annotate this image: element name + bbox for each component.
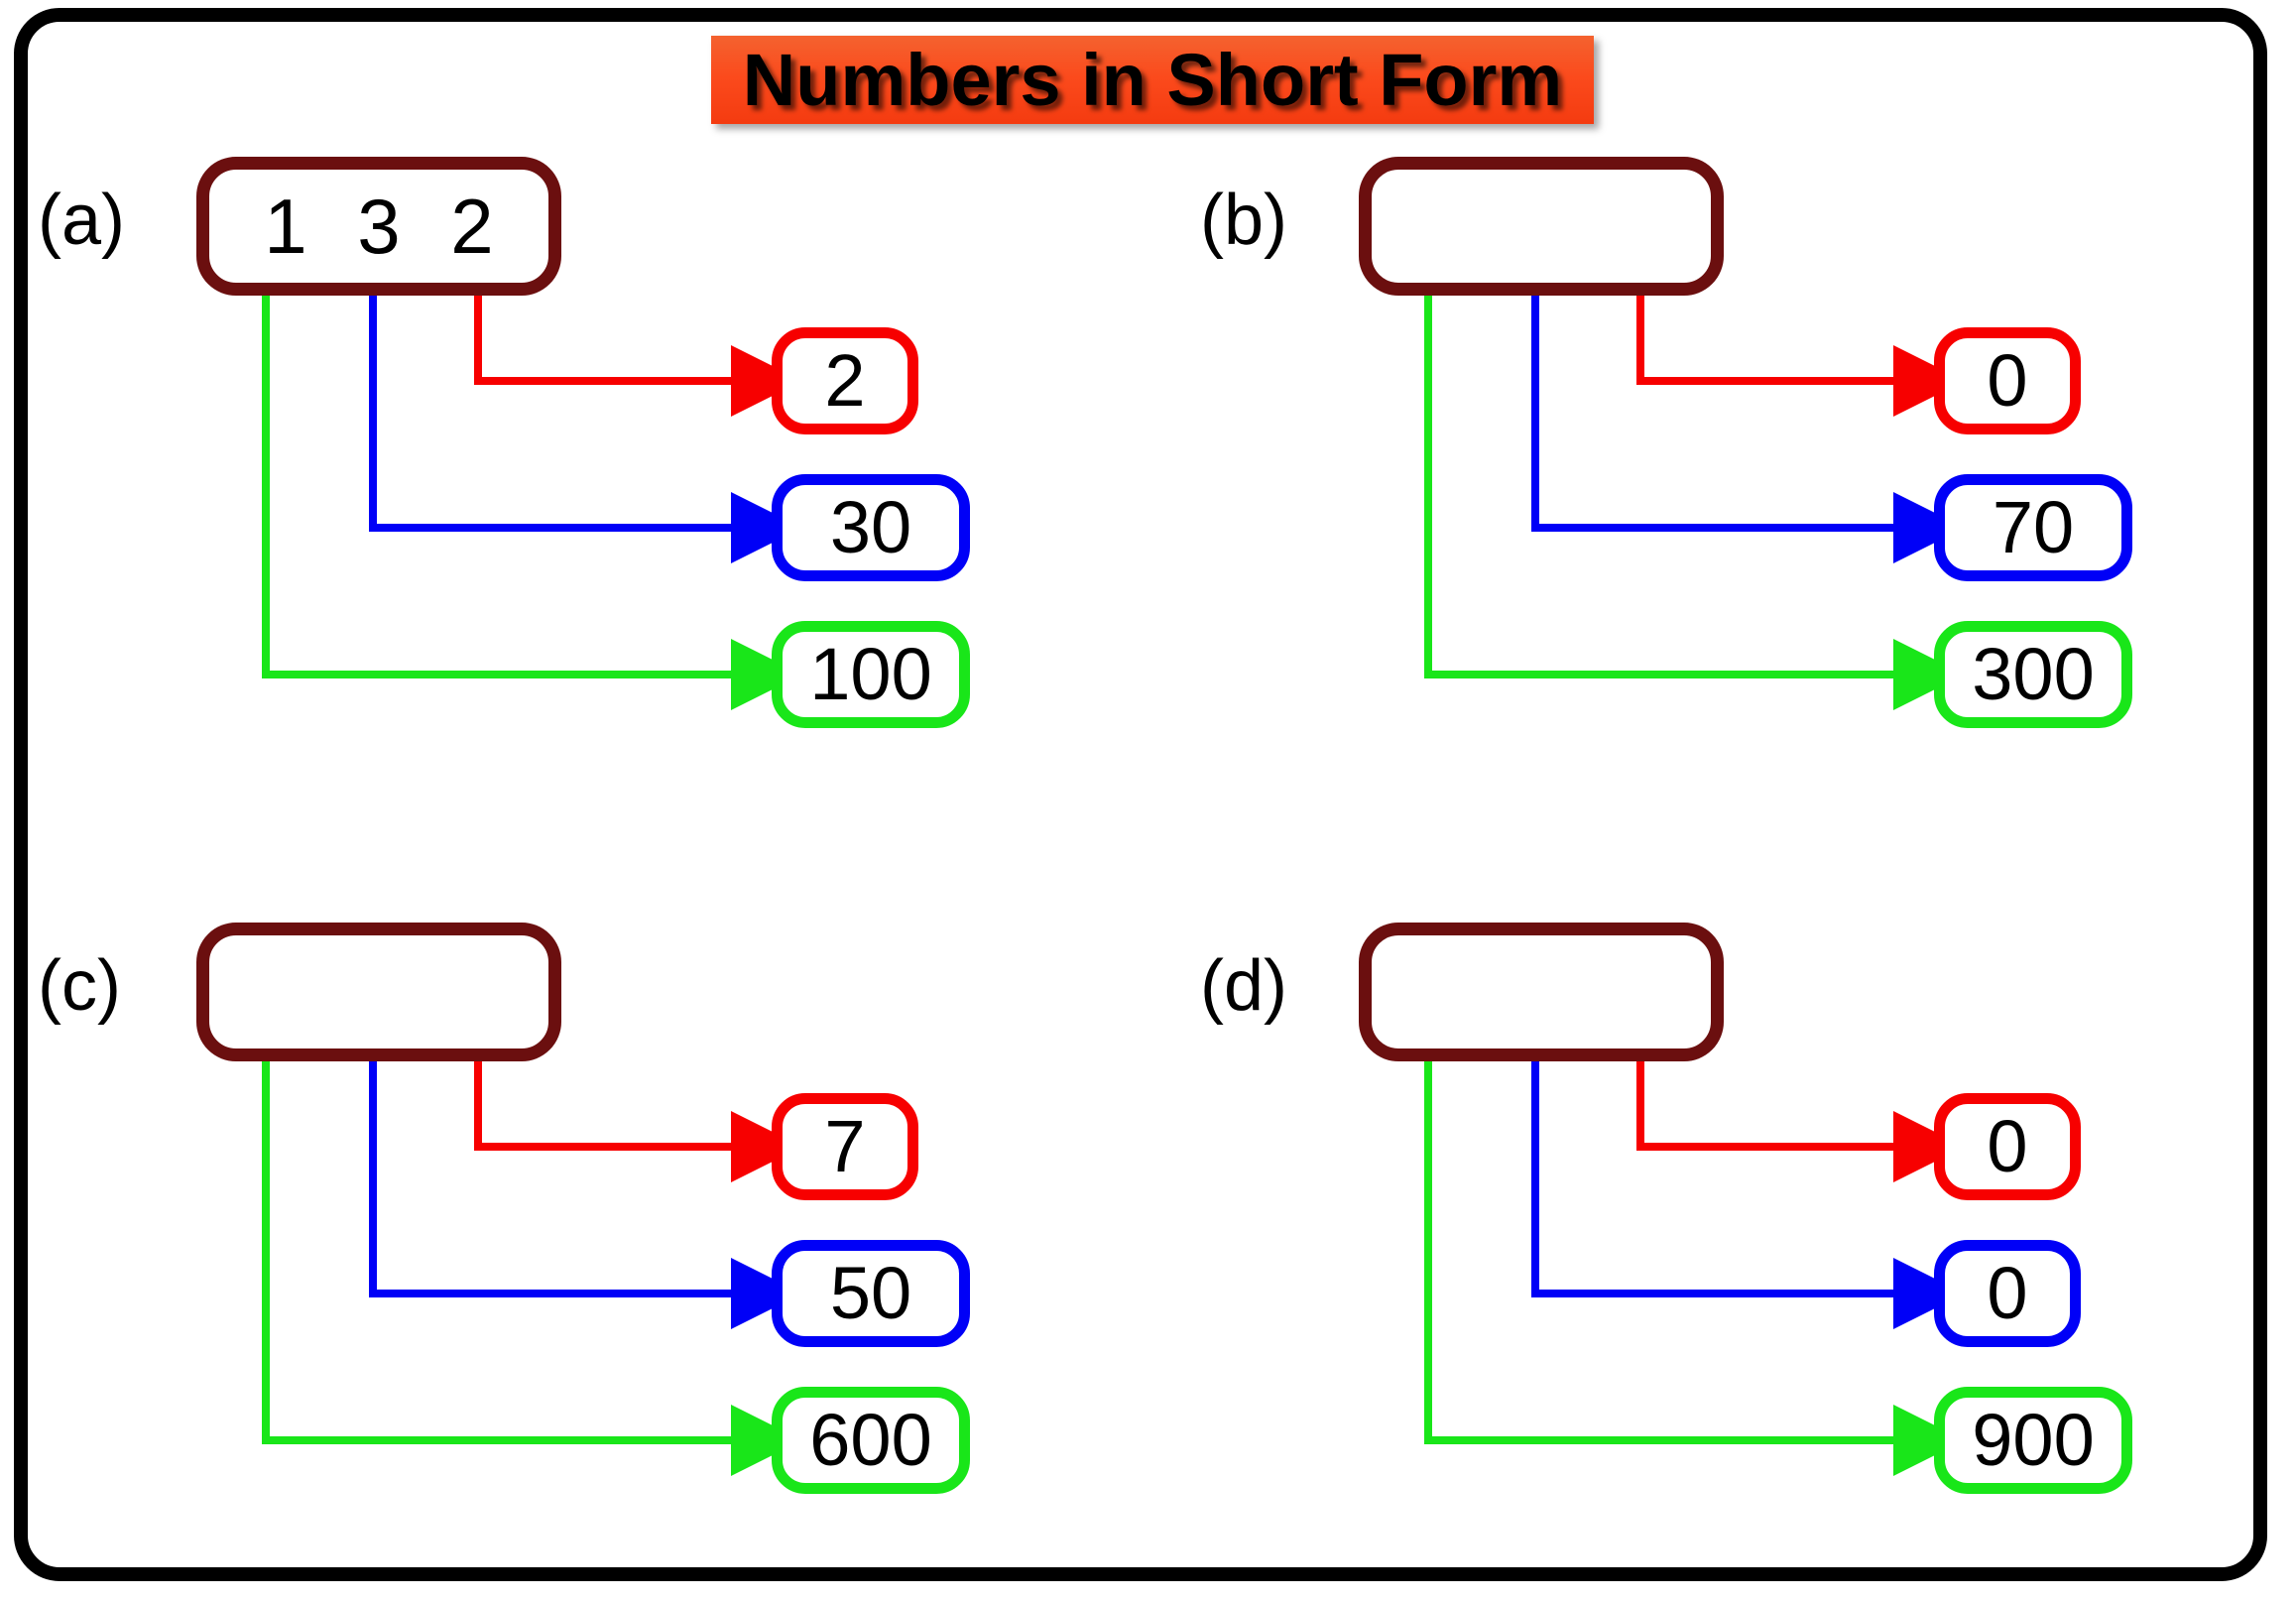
digit-ones-a: 2 [450,183,494,270]
answer-tens-d: 0 [1987,1252,2028,1334]
answer-box-ones-d[interactable]: 0 [1934,1093,2081,1200]
answer-box-tens-a[interactable]: 30 [772,474,970,581]
title-banner: Numbers in Short Form [711,36,1594,124]
answer-ones-c: 7 [824,1105,866,1187]
digit-hundreds-a: 1 [264,183,307,270]
answer-tens-c: 50 [829,1252,912,1334]
answer-ones-d: 0 [1987,1105,2028,1187]
problem-group-c: (c) 7 5 [18,923,1099,1597]
answer-box-hundreds-c[interactable]: 600 [772,1387,970,1494]
answer-box-hundreds-b[interactable]: 300 [1934,621,2132,728]
problem-label-c: (c) [38,946,121,1026]
digit-box-a[interactable]: 1 3 2 [196,157,561,296]
answer-box-hundreds-d[interactable]: 900 [1934,1387,2132,1494]
problem-group-d: (d) 0 0 [1180,923,2261,1597]
answer-box-hundreds-a[interactable]: 100 [772,621,970,728]
answer-box-tens-d[interactable]: 0 [1934,1240,2081,1347]
digit-box-d[interactable] [1359,923,1724,1061]
answer-tens-a: 30 [829,486,912,568]
answer-box-ones-c[interactable]: 7 [772,1093,918,1200]
problem-group-b: (b) 0 7 [1180,157,2261,831]
problem-label-d: (d) [1200,946,1287,1026]
problem-group-a: (a) 1 3 2 2 [18,157,1099,831]
answer-hundreds-d: 900 [1972,1399,2095,1481]
page-title: Numbers in Short Form [742,38,1563,121]
answer-ones-a: 2 [824,339,866,422]
answer-hundreds-b: 300 [1972,633,2095,715]
digit-box-c[interactable] [196,923,561,1061]
answer-box-tens-b[interactable]: 70 [1934,474,2132,581]
problem-label-a: (a) [38,181,125,260]
digit-box-b[interactable] [1359,157,1724,296]
answer-ones-b: 0 [1987,339,2028,422]
answer-tens-b: 70 [1992,486,2075,568]
answer-box-ones-a[interactable]: 2 [772,327,918,434]
digit-tens-a: 3 [357,183,401,270]
answer-hundreds-a: 100 [809,633,932,715]
problem-label-b: (b) [1200,181,1287,260]
answer-box-ones-b[interactable]: 0 [1934,327,2081,434]
answer-hundreds-c: 600 [809,1399,932,1481]
answer-box-tens-c[interactable]: 50 [772,1240,970,1347]
